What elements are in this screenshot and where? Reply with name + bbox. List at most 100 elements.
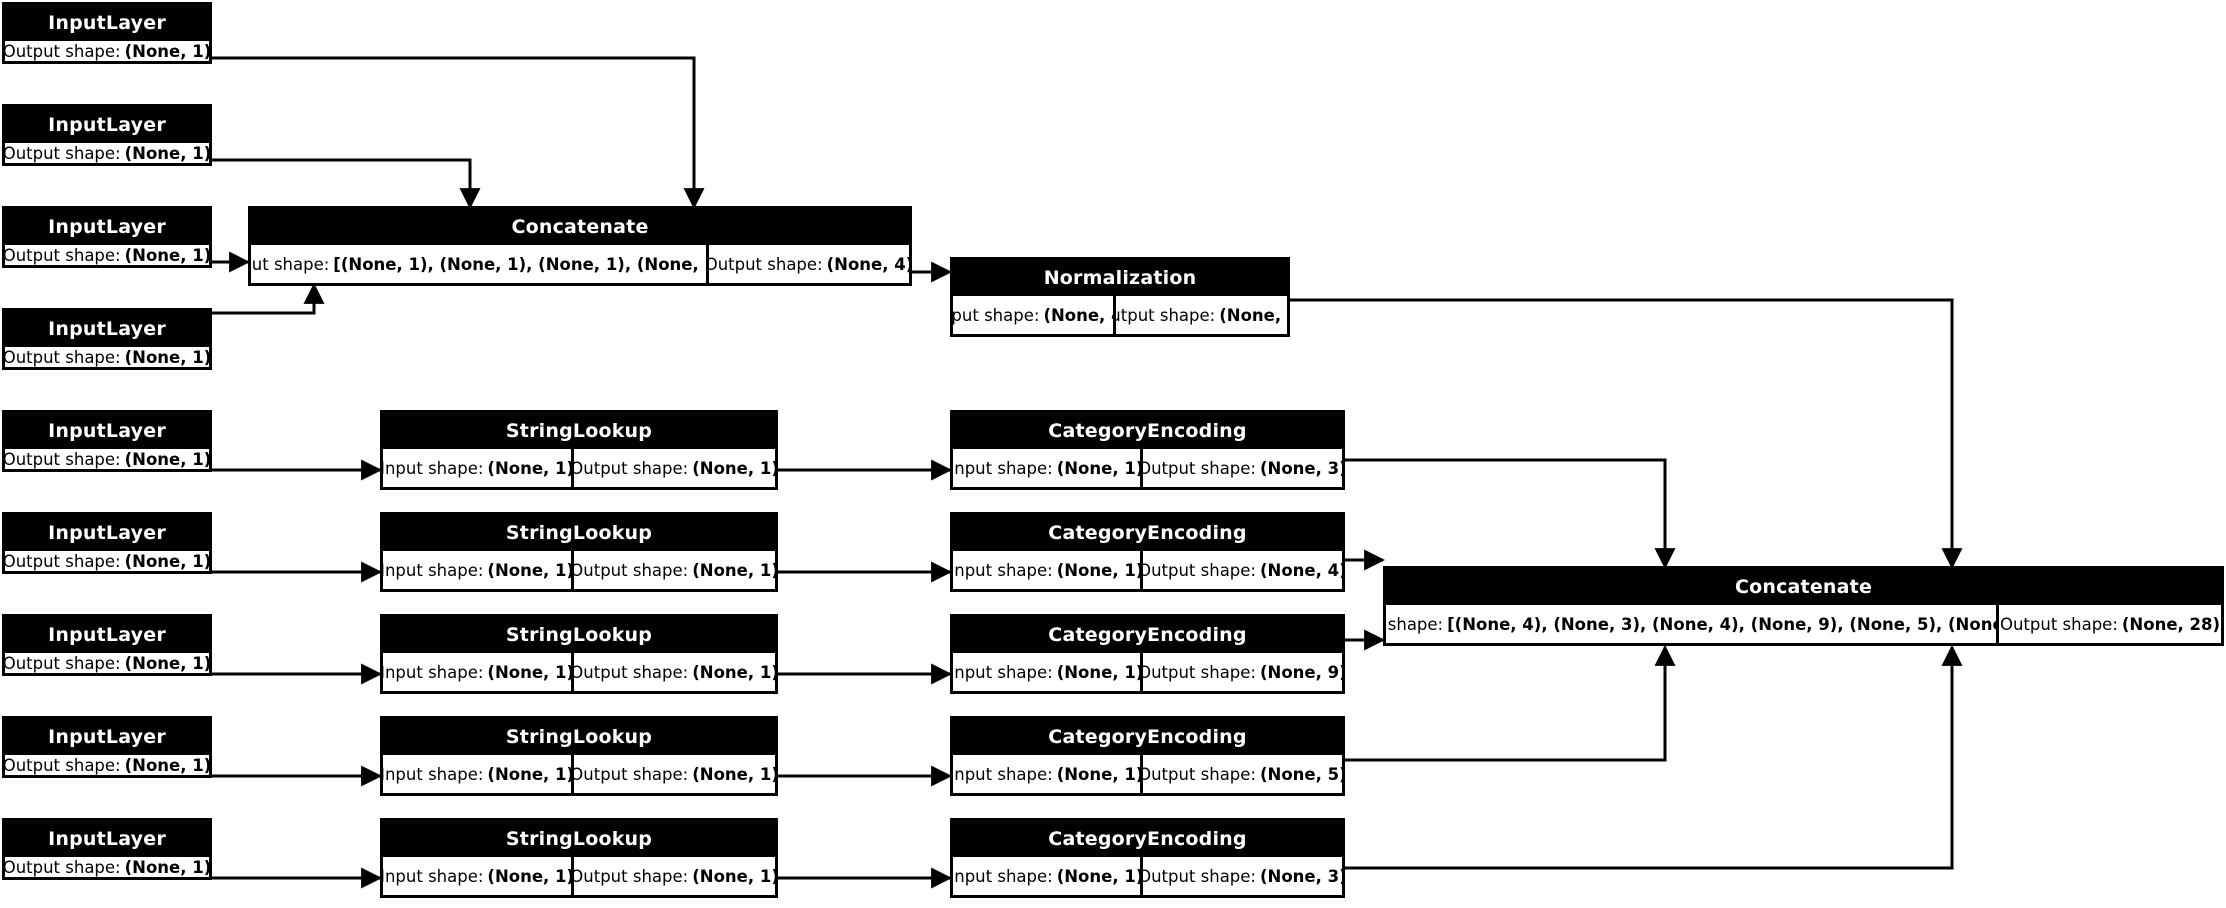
input-shape-value: (None, 1) [487, 458, 572, 478]
node-input-layer-9[interactable]: InputLayer Output shape:(None, 1) [2, 818, 212, 880]
input-shape-label: Input shape: [383, 458, 484, 478]
node-input-layer-1[interactable]: InputLayer Output shape:(None, 1) [2, 2, 212, 64]
input-shape-label: Input shape: [953, 458, 1053, 478]
node-title: CategoryEncoding [953, 413, 1342, 449]
node-string-lookup-3[interactable]: StringLookup Input shape:(None, 1) Outpu… [380, 614, 778, 694]
output-shape-value: (None, 1) [692, 764, 775, 784]
output-shape-cell: Output shape:(None, 4) [709, 245, 909, 283]
node-title: StringLookup [383, 617, 775, 653]
input-shape-cell: Input shape:(None, 1) [953, 449, 1140, 487]
output-shape-value: (None, 1) [124, 347, 209, 367]
output-shape-label: Output shape: [1142, 560, 1256, 580]
output-shape-value: (None, 1) [124, 755, 209, 775]
node-input-layer-5[interactable]: InputLayer Output shape:(None, 1) [2, 410, 212, 472]
node-shape-row: Input shape:[(None, 1), (None, 1), (None… [251, 245, 909, 283]
output-shape-label: Output shape: [1999, 614, 2118, 634]
node-string-lookup-4[interactable]: StringLookup Input shape:(None, 1) Outpu… [380, 716, 778, 796]
node-title: CategoryEncoding [953, 617, 1342, 653]
output-shape-label: Output shape: [5, 551, 121, 571]
edge-input1-concat [212, 56, 705, 210]
node-shape-row: Input shape:(None, 1) Output shape:(None… [953, 653, 1342, 691]
node-input-layer-6[interactable]: InputLayer Output shape:(None, 1) [2, 512, 212, 574]
output-shape-value: (None, 4) [826, 254, 909, 274]
node-category-encoding-4[interactable]: CategoryEncoding Input shape:(None, 1) O… [950, 716, 1345, 796]
node-shape-row: Output shape:(None, 1) [5, 551, 209, 571]
input-shape-label: Input shape: [1386, 614, 1444, 634]
output-shape-value: (None, 1) [124, 551, 209, 571]
node-concatenate-numeric[interactable]: Concatenate Input shape:[(None, 1), (Non… [248, 206, 912, 286]
input-shape-label: Input shape: [383, 662, 484, 682]
node-title: InputLayer [5, 719, 209, 755]
node-category-encoding-2[interactable]: CategoryEncoding Input shape:(None, 1) O… [950, 512, 1345, 592]
output-shape-cell: Output shape:(None, 1) [574, 755, 775, 793]
output-shape-label: Output shape: [1142, 458, 1256, 478]
node-title: InputLayer [5, 617, 209, 653]
input-shape-cell: Input shape:(None, 1) [953, 857, 1140, 895]
output-shape-cell: Output shape:(None, 9) [1142, 653, 1342, 691]
node-shape-row: Input shape:(None, 1) Output shape:(None… [383, 857, 775, 895]
node-shape-row: Output shape:(None, 1) [5, 857, 209, 877]
output-shape-cell: Output shape:(None, 1) [5, 245, 209, 265]
output-shape-cell: Output shape:(None, 1) [5, 41, 209, 61]
input-shape-label: Input shape: [251, 254, 330, 274]
node-shape-row: Input shape:(None, 1) Output shape:(None… [383, 755, 775, 793]
output-shape-value: (None, 3) [1260, 866, 1342, 886]
node-title: InputLayer [5, 413, 209, 449]
node-input-layer-8[interactable]: InputLayer Output shape:(None, 1) [2, 716, 212, 778]
node-concatenate-all[interactable]: Concatenate Input shape:[(None, 4), (Non… [1383, 566, 2224, 646]
output-shape-cell: Output shape:(None, 5) [1142, 755, 1342, 793]
node-title: InputLayer [5, 515, 209, 551]
node-shape-row: Output shape:(None, 1) [5, 143, 209, 163]
node-normalization[interactable]: Normalization Input shape:(None, 4) Outp… [950, 257, 1290, 337]
node-shape-row: Input shape:[(None, 4), (None, 3), (None… [1386, 605, 2221, 643]
output-shape-label: Output shape: [1142, 662, 1256, 682]
node-shape-row: Input shape:(None, 1) Output shape:(None… [953, 857, 1342, 895]
node-shape-row: Input shape:(None, 1) Output shape:(None… [383, 449, 775, 487]
input-shape-value: (None, 1) [1056, 764, 1140, 784]
node-input-layer-7[interactable]: InputLayer Output shape:(None, 1) [2, 614, 212, 676]
output-shape-label: Output shape: [5, 857, 121, 877]
node-string-lookup-1[interactable]: StringLookup Input shape:(None, 1) Outpu… [380, 410, 778, 490]
node-input-layer-3[interactable]: InputLayer Output shape:(None, 1) [2, 206, 212, 268]
output-shape-label: Output shape: [574, 866, 689, 886]
node-category-encoding-5[interactable]: CategoryEncoding Input shape:(None, 1) O… [950, 818, 1345, 898]
node-shape-row: Output shape:(None, 1) [5, 41, 209, 61]
input-shape-cell: Input shape:[(None, 4), (None, 3), (None… [1386, 605, 1996, 643]
node-string-lookup-2[interactable]: StringLookup Input shape:(None, 1) Outpu… [380, 512, 778, 592]
output-shape-value: (None, 1) [124, 245, 209, 265]
node-shape-row: Input shape:(None, 1) Output shape:(None… [953, 449, 1342, 487]
output-shape-cell: Output shape:(None, 1) [5, 449, 209, 469]
output-shape-label: Output shape: [5, 653, 121, 673]
input-shape-cell: Input shape:[(None, 1), (None, 1), (None… [251, 245, 706, 283]
node-input-layer-2[interactable]: InputLayer Output shape:(None, 1) [2, 104, 212, 166]
edge-encode1-concatall [1345, 458, 1676, 570]
node-shape-row: Input shape:(None, 1) Output shape:(None… [383, 551, 775, 589]
input-shape-label: Input shape: [953, 560, 1053, 580]
output-shape-value: (None, 1) [124, 653, 209, 673]
output-shape-label: Output shape: [5, 143, 121, 163]
output-shape-value: (None, 4) [1219, 305, 1287, 325]
input-shape-cell: Input shape:(None, 1) [383, 857, 572, 895]
input-shape-value: (None, 1) [487, 662, 572, 682]
node-category-encoding-1[interactable]: CategoryEncoding Input shape:(None, 1) O… [950, 410, 1345, 490]
node-shape-row: Input shape:(None, 1) Output shape:(None… [383, 653, 775, 691]
node-input-layer-4[interactable]: InputLayer Output shape:(None, 1) [2, 308, 212, 370]
edge-encode5-concatall [1345, 644, 1963, 870]
node-shape-row: Input shape:(None, 1) Output shape:(None… [953, 551, 1342, 589]
output-shape-label: Output shape: [5, 41, 121, 61]
node-title: CategoryEncoding [953, 719, 1342, 755]
node-title: InputLayer [5, 821, 209, 857]
node-title: InputLayer [5, 311, 209, 347]
output-shape-label: Output shape: [709, 254, 823, 274]
node-title: CategoryEncoding [953, 515, 1342, 551]
node-category-encoding-3[interactable]: CategoryEncoding Input shape:(None, 1) O… [950, 614, 1345, 694]
output-shape-label: Output shape: [574, 764, 689, 784]
node-title: InputLayer [5, 5, 209, 41]
input-shape-label: Input shape: [953, 305, 1040, 325]
output-shape-label: Output shape: [1142, 764, 1256, 784]
input-shape-cell: Input shape:(None, 1) [953, 755, 1140, 793]
node-string-lookup-5[interactable]: StringLookup Input shape:(None, 1) Outpu… [380, 818, 778, 898]
input-shape-cell: Input shape:(None, 1) [383, 653, 572, 691]
node-title: Normalization [953, 260, 1287, 296]
output-shape-cell: Output shape:(None, 3) [1142, 857, 1342, 895]
